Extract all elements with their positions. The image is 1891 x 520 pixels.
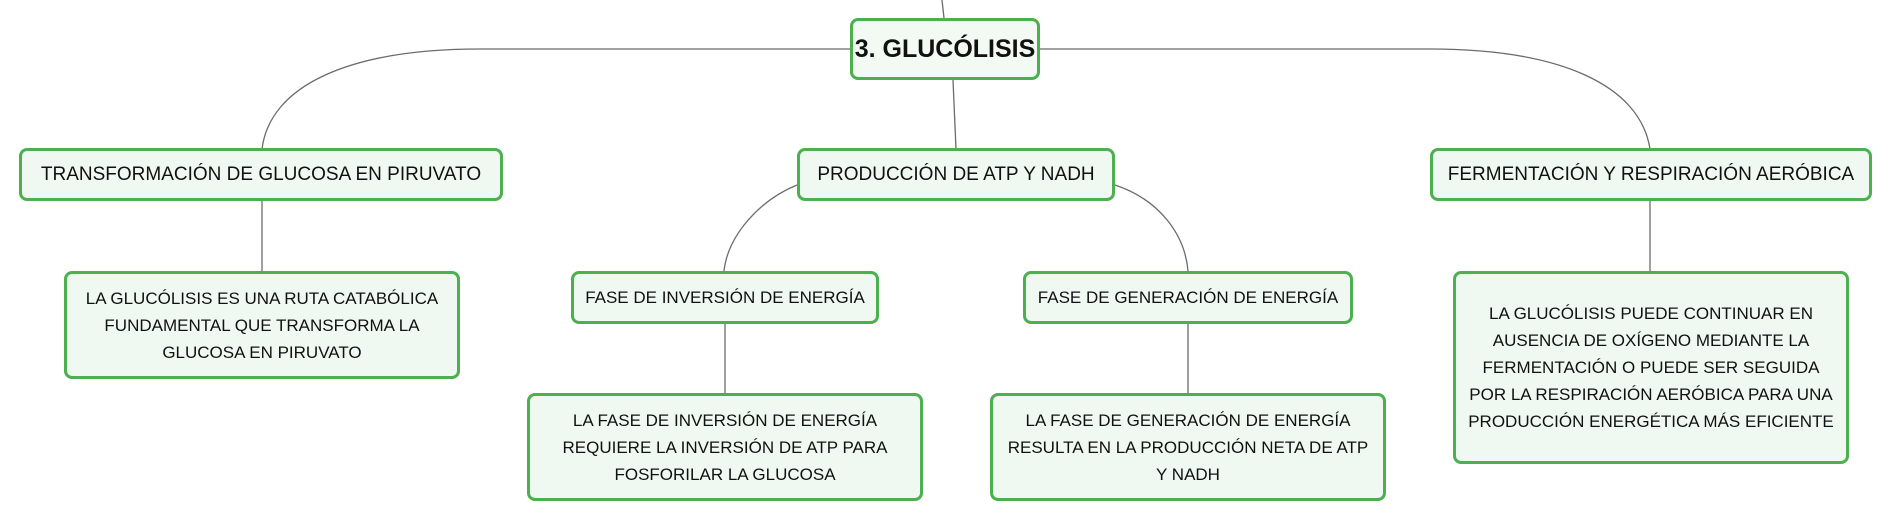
connector-produccion-to-generacion: [1114, 184, 1189, 272]
node-fase-generacion-label: FASE DE GENERACIÓN DE ENERGÍA: [1037, 287, 1339, 307]
node-fase-inversion[interactable]: FASE DE INVERSIÓN DE ENERGÍA: [571, 271, 879, 324]
connector-root-to-transformacion: [261, 48, 850, 150]
node-transformacion-label: TRANSFORMACIÓN DE GLUCOSA EN PIRUVATO: [40, 163, 482, 185]
node-fase-generacion[interactable]: FASE DE GENERACIÓN DE ENERGÍA: [1023, 271, 1353, 324]
detail-fase-generacion-text: LA FASE DE GENERACIÓN DE ENERGÍA RESULTA…: [1007, 410, 1369, 484]
connector-root-to-produccion: [952, 79, 957, 150]
node-produccion-label: PRODUCCIÓN DE ATP Y NADH: [817, 163, 1095, 185]
node-fermentacion-label: FERMENTACIÓN Y RESPIRACIÓN AERÓBICA: [1447, 163, 1855, 185]
root-node[interactable]: 3. GLUCÓLISIS: [850, 18, 1040, 80]
detail-fase-inversion[interactable]: LA FASE DE INVERSIÓN DE ENERGÍA REQUIERE…: [527, 393, 923, 501]
node-fase-inversion-label: FASE DE INVERSIÓN DE ENERGÍA: [585, 287, 865, 307]
node-produccion[interactable]: PRODUCCIÓN DE ATP Y NADH: [797, 148, 1115, 201]
detail-transformacion[interactable]: LA GLUCÓLISIS ES UNA RUTA CATABÓLICA FUN…: [64, 271, 460, 379]
detail-fase-inversion-text: LA FASE DE INVERSIÓN DE ENERGÍA REQUIERE…: [562, 410, 888, 484]
connector-produccion-to-inversion: [723, 184, 798, 272]
connector-root-incoming: [941, 0, 945, 19]
detail-fermentacion[interactable]: LA GLUCÓLISIS PUEDE CONTINUAR EN AUSENCI…: [1453, 271, 1849, 464]
root-node-label: 3. GLUCÓLISIS: [854, 34, 1036, 63]
node-fermentacion[interactable]: FERMENTACIÓN Y RESPIRACIÓN AERÓBICA: [1430, 148, 1872, 201]
detail-fase-generacion[interactable]: LA FASE DE GENERACIÓN DE ENERGÍA RESULTA…: [990, 393, 1386, 501]
detail-transformacion-text: LA GLUCÓLISIS ES UNA RUTA CATABÓLICA FUN…: [85, 288, 439, 362]
connector-root-to-fermentacion: [1040, 48, 1651, 150]
node-transformacion[interactable]: TRANSFORMACIÓN DE GLUCOSA EN PIRUVATO: [19, 148, 503, 201]
detail-fermentacion-text: LA GLUCÓLISIS PUEDE CONTINUAR EN AUSENCI…: [1468, 304, 1834, 431]
